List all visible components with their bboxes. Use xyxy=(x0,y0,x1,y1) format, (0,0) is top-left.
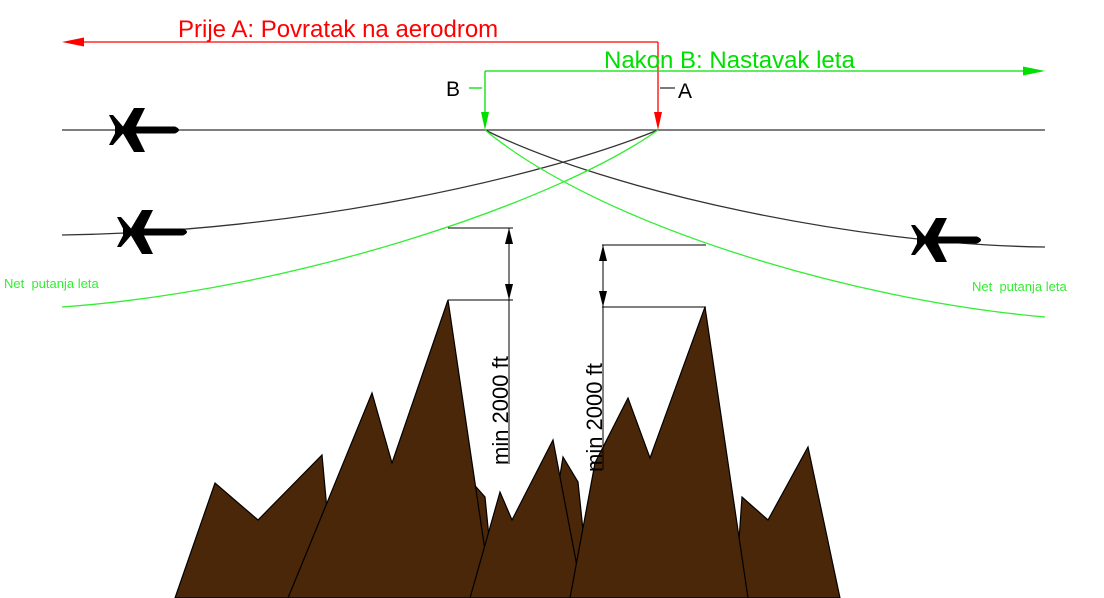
mountain xyxy=(287,299,493,598)
continue-route-arrow xyxy=(481,66,1045,130)
clearance-right-label: min 2000 ft xyxy=(582,363,607,472)
point-a-label: A xyxy=(678,80,692,103)
mountain xyxy=(174,453,336,598)
return-route-arrow xyxy=(62,37,662,130)
mountain xyxy=(469,438,584,598)
net-path-return xyxy=(61,129,659,308)
airplane-icon xyxy=(109,108,179,152)
clearance-left-label: min 2000 ft xyxy=(488,356,513,465)
net-path-right-label: Net putanja leta xyxy=(972,279,1067,294)
after-b-label: Nakon B: Nastavak leta xyxy=(604,47,855,74)
net-path-continue xyxy=(484,129,1046,318)
point-b-label: B xyxy=(446,78,460,101)
mountain xyxy=(734,445,841,598)
clearance-dimension-left xyxy=(448,227,513,464)
return-descent-path xyxy=(61,129,659,236)
terrain xyxy=(174,299,841,598)
mountain xyxy=(569,306,749,598)
before-a-label: Prije A: Povratak na aerodrom xyxy=(178,16,498,43)
net-path-left-label: Net putanja leta xyxy=(4,276,99,291)
clearance-dimension-right xyxy=(599,244,706,470)
continue-descent-path xyxy=(484,129,1046,248)
airplane-icon xyxy=(117,210,187,254)
airplane-icon xyxy=(911,218,981,262)
